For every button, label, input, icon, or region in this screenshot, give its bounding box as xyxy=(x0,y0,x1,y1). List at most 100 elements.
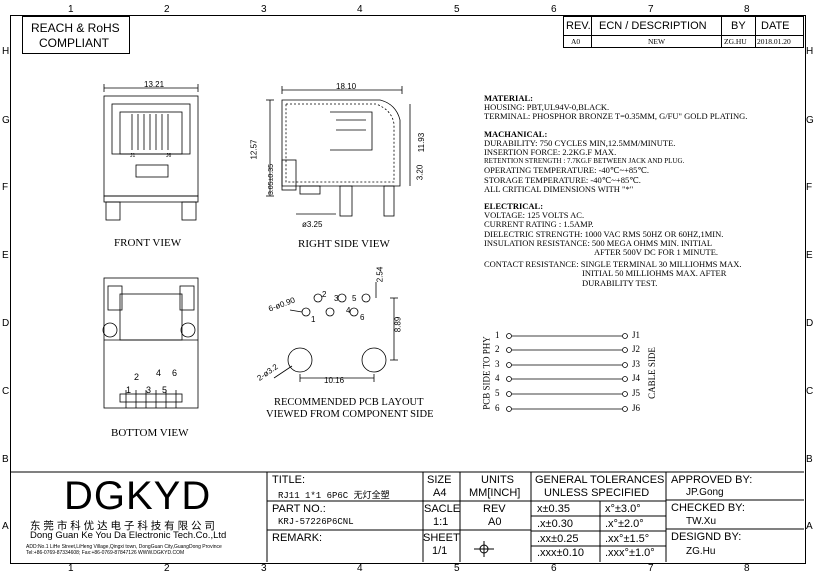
projection-symbol-icon xyxy=(478,543,492,555)
pin-left-5: 5 xyxy=(495,388,500,398)
tolerance-cell: .xxx±0.10 xyxy=(537,547,585,559)
tolerance-cell: x°±3.0° xyxy=(605,503,641,515)
zone-col-7: 7 xyxy=(648,4,654,15)
size-value: A4 xyxy=(433,487,447,499)
zone-row-e: E xyxy=(2,250,9,261)
zone-row-f: F xyxy=(2,182,9,193)
pcb-pin-3: 3 xyxy=(334,294,339,303)
zone-row-a: A xyxy=(2,521,9,532)
zone-row-h: H xyxy=(806,46,814,57)
pin-right-j5: J5 xyxy=(632,388,641,398)
bottom-view-label: BOTTOM VIEW xyxy=(111,427,189,439)
zone-col-6: 6 xyxy=(551,563,557,574)
part-label: PART NO.: xyxy=(272,503,326,515)
tolerance-cell: .xxx°±1.0° xyxy=(605,547,655,559)
material-line: HOUSING: PBT,UL94V-0,BLACK. xyxy=(484,102,610,113)
scale-label: SACLE xyxy=(424,503,461,515)
zone-row-c: C xyxy=(2,386,10,397)
tolerance-title-1: GENERAL TOLERANCES xyxy=(535,474,665,486)
zone-row-b: B xyxy=(2,454,9,465)
design-value: ZG.Hu xyxy=(686,546,716,557)
ecn-header: ECN / DESCRIPTION xyxy=(599,20,707,32)
title-label: TITLE: xyxy=(272,474,306,486)
zone-col-6: 6 xyxy=(551,4,557,15)
compliance-line1: REACH & RoHS xyxy=(31,21,120,35)
title-value: RJ11 1*1 6P6C 无灯全塑 xyxy=(278,491,390,501)
spec-block: MATERIAL: HOUSING: PBT,UL94V-0,BLACK. TE… xyxy=(484,93,748,288)
design-label: DESIGND BY: xyxy=(671,531,742,543)
approved-label: APPROVED BY: xyxy=(671,474,753,486)
material-line: TERMINAL: PHOSPHOR BRONZE T=0.35MM, G/FU… xyxy=(484,111,748,122)
elec-title: ELECTRICAL: xyxy=(484,201,544,212)
pcb-pin-2: 2 xyxy=(322,290,327,299)
zone-row-d: D xyxy=(2,318,10,329)
company-address: ADD:No.1 LiHe Street,LiHeng Village,Qing… xyxy=(26,544,222,550)
mech-title: MACHANICAL: xyxy=(484,128,548,139)
zone-row-c: C xyxy=(806,386,814,397)
mech-line: OPERATING TEMPERATURE: -40℃~+85℃. xyxy=(484,165,650,176)
bottom-pin-6: 6 xyxy=(172,368,178,378)
zone-col-5: 5 xyxy=(454,4,460,15)
by-value: ZG.HU xyxy=(724,37,747,46)
pin-right-j1: J1 xyxy=(632,330,641,340)
dim-front-j6: J6 xyxy=(166,153,172,159)
schematic-left-label: PCB SIDE TO PHY xyxy=(481,336,492,410)
pin-right-j6: J6 xyxy=(632,403,641,413)
elec-line: VOLTAGE: 125 VOLTS AC. xyxy=(484,210,585,221)
zone-col-8: 8 xyxy=(744,4,750,15)
mech-line: DURABILITY: 750 CYCLES MIN,12.5MM/MINUTE… xyxy=(484,137,676,148)
bottom-pin-1: 1 xyxy=(126,385,132,395)
pcb-pin-5: 5 xyxy=(352,294,357,303)
units-label: UNITS xyxy=(481,474,514,486)
zone-col-3: 3 xyxy=(261,4,267,15)
units-value: MM[INCH] xyxy=(469,487,521,499)
title-block-grid xyxy=(10,471,804,562)
schematic-right-label: CABLE SIDE xyxy=(646,347,657,399)
mech-line: ALL CRITICAL DIMENSIONS WITH "*" xyxy=(484,183,634,194)
zone-col-7: 7 xyxy=(648,563,654,574)
zone-col-3: 3 xyxy=(261,563,267,574)
dim-front-j1: J1 xyxy=(130,153,136,159)
pcb-label-line1: RECOMMENDED PCB LAYOUT xyxy=(274,397,424,408)
dim-front-width: 13.21 xyxy=(144,80,165,89)
dim-side-h3: 3.05±0.35 xyxy=(268,163,276,196)
checked-value: TW.Xu xyxy=(686,516,717,527)
elec-line: CONTACT RESISTANCE: SINGLE TERMINAL 30 M… xyxy=(484,259,742,270)
pcb-pin-4: 4 xyxy=(346,306,351,315)
tolerance-cell: .xx±0.25 xyxy=(537,533,579,545)
dim-pcb-pitch: 2.54 xyxy=(375,266,385,283)
approved-value: JP.Gong xyxy=(686,487,724,498)
sheet-label: SHEET xyxy=(423,532,460,544)
dim-pcb-height: 8.89 xyxy=(393,316,403,333)
pin-left-4: 4 xyxy=(495,373,500,383)
zone-col-1: 1 xyxy=(68,4,74,15)
pin-right-j2: J2 xyxy=(632,344,641,354)
checked-label: CHECKED BY: xyxy=(671,502,745,514)
scale-value: 1:1 xyxy=(433,516,449,528)
zone-row-f: F xyxy=(806,182,813,193)
mech-line: INSERTION FORCE: 2.2KG.F MAX. xyxy=(484,147,617,158)
rev-value: A0 xyxy=(571,37,581,46)
zone-col-4: 4 xyxy=(357,563,363,574)
compliance-line2: COMPLIANT xyxy=(39,36,110,50)
right-side-view-drawing xyxy=(266,86,411,217)
bottom-pin-3: 3 xyxy=(146,385,152,395)
zone-col-1: 1 xyxy=(68,563,74,574)
rev-header: REV. xyxy=(566,20,591,32)
tolerance-cell: .xx°±1.5° xyxy=(605,533,650,545)
material-title: MATERIAL: xyxy=(484,93,533,103)
zone-row-h: H xyxy=(2,46,10,57)
zone-col-2: 2 xyxy=(164,4,170,15)
sheet-value: 1/1 xyxy=(432,545,448,557)
tolerance-cell: .x°±2.0° xyxy=(605,518,644,530)
company-logo: DGKYD xyxy=(64,474,212,518)
zone-row-e: E xyxy=(806,250,813,261)
part-value: KRJ-57226P6CNL xyxy=(278,517,354,527)
dim-side-dia: ø3.25 xyxy=(302,220,323,229)
zone-row-g: G xyxy=(806,115,814,126)
date-header: DATE xyxy=(761,20,790,32)
compliance-box: REACH & RoHS COMPLIANT xyxy=(22,16,130,54)
zone-col-5: 5 xyxy=(454,563,460,574)
zone-col-4: 4 xyxy=(357,4,363,15)
